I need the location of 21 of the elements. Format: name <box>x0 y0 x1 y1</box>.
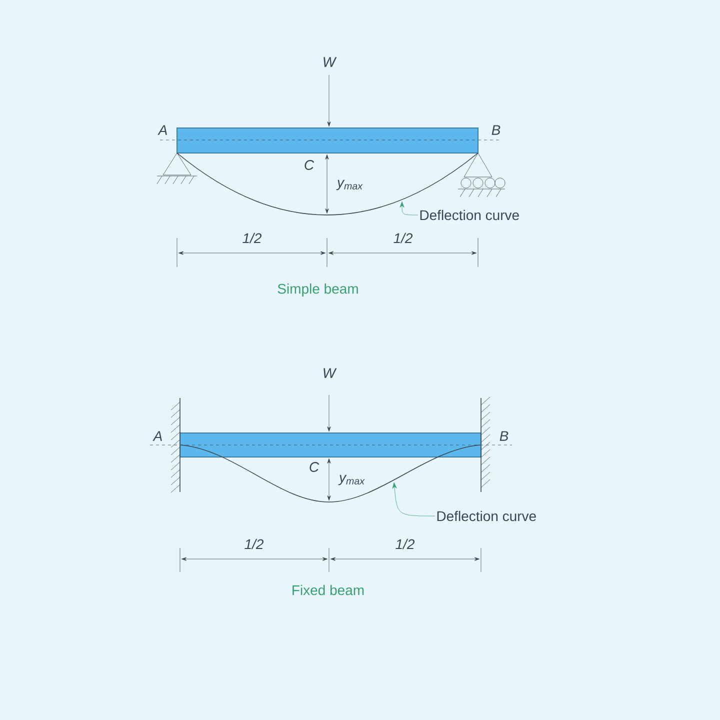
caption: Fixed beam <box>292 584 364 596</box>
point-label: A <box>158 125 167 135</box>
dimension-label: y$_{max}$ <box>336 180 363 190</box>
load-label: W <box>324 57 337 67</box>
dimension-label: 1/2 <box>244 538 264 550</box>
point-label: C <box>310 462 320 472</box>
load-label: W <box>324 368 337 378</box>
point-label: A <box>152 431 162 441</box>
point-label: C <box>304 160 314 170</box>
deflection-curve <box>180 444 480 502</box>
dimension-label: 1/2 <box>396 538 415 550</box>
leader-line <box>400 201 418 216</box>
point-label: B <box>500 431 508 441</box>
leader-line <box>392 482 436 516</box>
caption: Simple beam <box>278 283 358 297</box>
dimension-label: 1/2 <box>394 232 413 244</box>
dimension-label: 1/2 <box>242 232 262 244</box>
leader-text: Deflection curve <box>437 510 536 522</box>
dimension-label: y$_{max}$ <box>338 474 365 486</box>
point-label: B <box>492 125 500 135</box>
leader-text: Deflection curve <box>420 210 519 220</box>
